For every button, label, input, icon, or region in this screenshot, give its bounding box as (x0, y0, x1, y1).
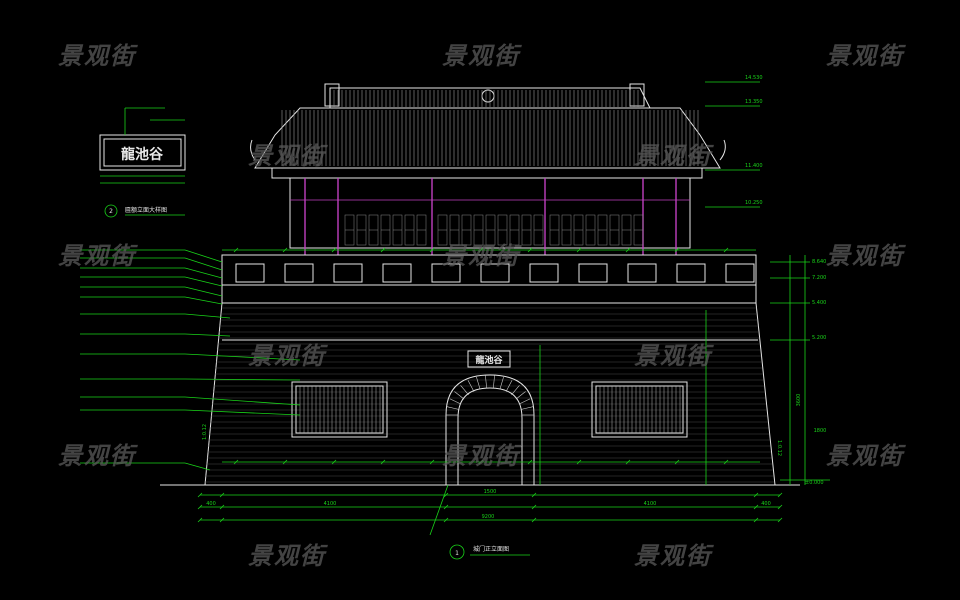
dim-height-lower: 1800 (814, 428, 827, 434)
dim-gate-width: 1500 (484, 489, 497, 495)
elev-5: 8.640 (812, 259, 826, 265)
detail-plaque-text: 龍池谷 (121, 146, 164, 163)
elev-1: 14.530 (745, 75, 763, 81)
main-title-number: 1 (455, 550, 459, 557)
dim-half-right: 4100 (644, 501, 657, 507)
elev-4: 10.250 (745, 200, 763, 206)
dim-height-main: 3600 (796, 394, 802, 407)
annotation-leaders (80, 249, 301, 471)
wall-plaque-text: 龍池谷 (475, 354, 503, 366)
elev-8: 5.200 (812, 335, 826, 341)
drawing-title: 1 城门正立面图 (429, 484, 530, 560)
elev-7: 5.400 (812, 300, 826, 306)
dim-total-width: 9200 (482, 514, 495, 520)
main-title: 城门正立面图 (473, 545, 509, 553)
parapet (221, 254, 757, 304)
detail-title: 匾额立面大样图 (125, 206, 167, 214)
pavilion-body (289, 177, 691, 255)
dim-pier-right: 400 (761, 501, 771, 507)
dim-pier-left: 400 (206, 501, 216, 507)
elevation-markers: 14.530 13.350 11.400 10.250 8.640 7.200 … (705, 75, 830, 486)
elev-6: 7.200 (812, 275, 826, 281)
detail-title-number: 2 (109, 208, 113, 215)
city-wall: 龍池谷 (160, 302, 800, 486)
elev-3: 11.400 (745, 163, 763, 169)
plaque-detail: 龍池谷 2 匾额立面大样图 (99, 107, 186, 218)
dim-half-left: 4100 (324, 501, 337, 507)
dimension-lines: 9200 4100 4100 1500 400 400 3600 1800 1:… (197, 247, 827, 523)
elev-9: ±0.000 (805, 480, 824, 486)
elev-2: 13.350 (745, 99, 763, 105)
slope-left: 1:0.12 (202, 424, 208, 440)
slope-right: 1:0.12 (776, 440, 782, 456)
pavilion-roof (250, 83, 726, 179)
